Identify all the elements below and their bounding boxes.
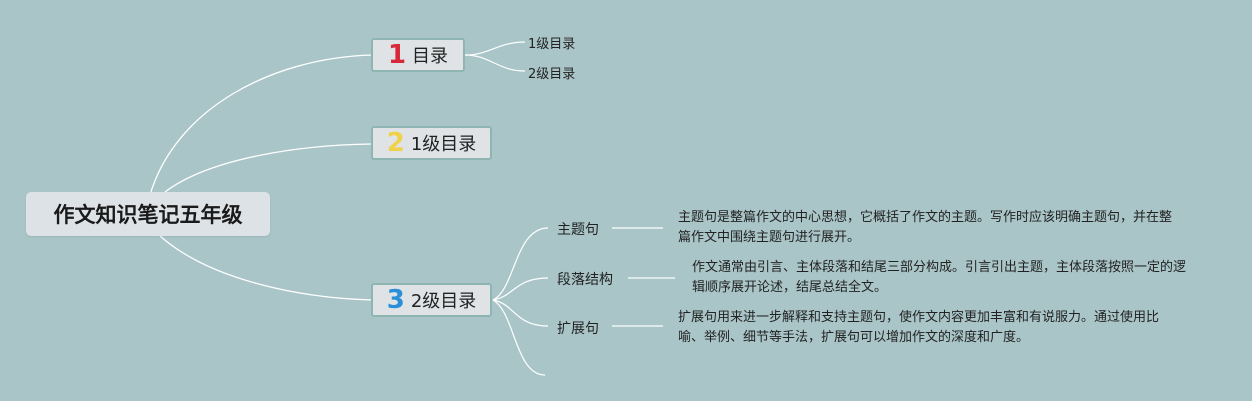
connector-branch-1-leaf-1 xyxy=(464,41,526,56)
root-topic[interactable]: 作文知识笔记五年级 xyxy=(26,192,270,236)
branch-1[interactable]: 1 目录 xyxy=(371,38,465,72)
branch-2[interactable]: 2 1级目录 xyxy=(371,126,492,160)
description-topic-sentence: 主题句是整篇作文的中心思想，它概括了作文的主题。写作时应该明确主题句，并在整篇作… xyxy=(678,210,1173,245)
subtopic-topic-sentence[interactable]: 主题句 xyxy=(557,222,599,238)
description-paragraph-structure: 作文通常由引言、主体段落和结尾三部分构成。引言引出主题，主体段落按照一定的逻辑顺… xyxy=(692,260,1187,295)
connector-branch-3-sub-4 xyxy=(492,299,546,376)
connector-root-branch-2 xyxy=(164,143,373,193)
connector-branch-1-leaf-2 xyxy=(464,54,526,72)
number-badge-3: 3 xyxy=(386,285,405,315)
connector-branch-3-sub-1 xyxy=(492,227,549,301)
number-badge-2: 2 xyxy=(386,128,405,158)
branch-1-label: 目录 xyxy=(412,46,449,67)
branch-1-leaf-2[interactable]: 2级目录 xyxy=(528,67,576,82)
connector-root-branch-3 xyxy=(159,235,373,301)
branch-3[interactable]: 3 2级目录 xyxy=(371,283,492,317)
connector-branch-3-sub-3 xyxy=(492,299,549,327)
connector-branch-3-sub-2 xyxy=(492,277,549,301)
branch-2-label: 1级目录 xyxy=(410,134,477,155)
subtopic-extension-sentence[interactable]: 扩展句 xyxy=(557,321,599,337)
branch-1-leaf-1[interactable]: 1级目录 xyxy=(528,37,576,52)
number-badge-1: 1 xyxy=(387,40,407,70)
subtopic-paragraph-structure[interactable]: 段落结构 xyxy=(557,272,613,288)
root-title: 作文知识笔记五年级 xyxy=(53,203,243,227)
connector-root-branch-1 xyxy=(149,54,373,196)
description-extension-sentence: 扩展句用来进一步解释和支持主题句，使作文内容更加丰富和有说服力。通过使用比喻、举… xyxy=(678,310,1160,345)
branch-3-label: 2级目录 xyxy=(410,291,477,312)
